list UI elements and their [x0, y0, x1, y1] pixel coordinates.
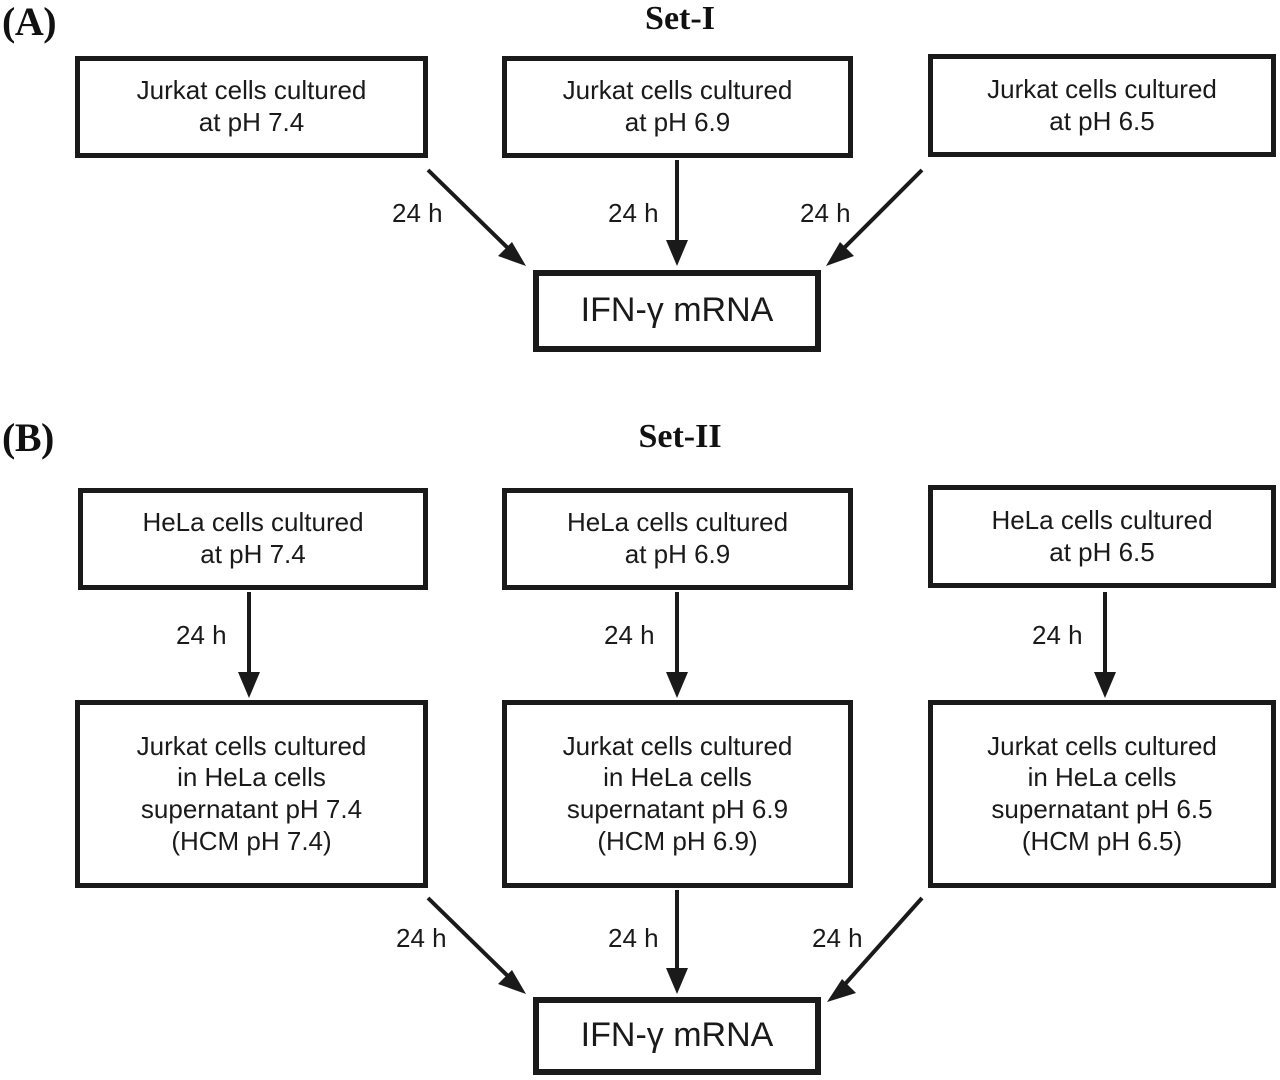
node-outcome-ifn-gamma-set-ii[interactable]: IFN-γ mRNA: [533, 997, 821, 1075]
node-hela-ph74[interactable]: HeLa cells cultured at pH 7.4: [78, 488, 428, 590]
arrow-b-bottom-middle-head: [666, 968, 688, 994]
arrow-a-left-head: [498, 242, 526, 266]
arrow-b-top-middle-head: [666, 672, 688, 698]
edge-label-b-top-left: 24 h: [176, 620, 227, 650]
edge-label-b-bottom-right: 24 h: [812, 923, 863, 953]
panel-label-b: (B): [2, 415, 54, 460]
node-hela-ph65[interactable]: HeLa cells cultured at pH 6.5: [928, 485, 1276, 588]
node-outcome-ifn-gamma-set-i-label: IFN-γ mRNA: [580, 291, 774, 330]
edge-label-b-top-middle: 24 h: [604, 620, 655, 650]
node-jurkat-ph74[interactable]: Jurkat cells cultured at pH 7.4: [75, 56, 428, 158]
set-title-ii: Set-II: [638, 418, 722, 455]
node-outcome-ifn-gamma-set-ii-label: IFN-γ mRNA: [580, 1016, 774, 1055]
node-jurkat-hcm-69[interactable]: Jurkat cells cultured in HeLa cells supe…: [502, 700, 853, 888]
edge-label-b-top-right: 24 h: [1032, 620, 1083, 650]
node-jurkat-hcm-69-label: Jurkat cells cultured in HeLa cells supe…: [562, 730, 793, 856]
node-jurkat-ph74-label: Jurkat cells cultured at pH 7.4: [136, 75, 367, 137]
node-jurkat-hcm-65[interactable]: Jurkat cells cultured in HeLa cells supe…: [928, 700, 1276, 888]
node-jurkat-hcm-74[interactable]: Jurkat cells cultured in HeLa cells supe…: [75, 700, 428, 888]
panel-label-a: (A): [2, 0, 57, 44]
node-hela-ph69[interactable]: HeLa cells cultured at pH 6.9: [502, 488, 853, 590]
arrow-a-middle-head: [666, 240, 688, 266]
edge-label-a-middle: 24 h: [608, 198, 659, 228]
node-hela-ph69-label: HeLa cells cultured at pH 6.9: [566, 507, 789, 569]
node-jurkat-hcm-74-label: Jurkat cells cultured in HeLa cells supe…: [136, 730, 367, 856]
node-jurkat-ph69-label: Jurkat cells cultured at pH 6.9: [562, 75, 793, 137]
edge-label-a-right: 24 h: [800, 198, 851, 228]
node-outcome-ifn-gamma-set-i[interactable]: IFN-γ mRNA: [533, 270, 821, 352]
node-hela-ph74-label: HeLa cells cultured at pH 7.4: [142, 507, 364, 569]
node-jurkat-ph65-label: Jurkat cells cultured at pH 6.5: [987, 73, 1217, 136]
node-hela-ph65-label: HeLa cells cultured at pH 6.5: [991, 504, 1213, 567]
node-jurkat-ph69[interactable]: Jurkat cells cultured at pH 6.9: [502, 56, 853, 158]
edge-label-b-bottom-left: 24 h: [396, 923, 447, 953]
arrow-b-bottom-left-head: [498, 970, 526, 994]
arrow-b-top-left-head: [238, 672, 260, 698]
arrow-a-right-head: [826, 242, 854, 266]
arrow-b-top-right-head: [1094, 672, 1116, 698]
node-jurkat-ph65[interactable]: Jurkat cells cultured at pH 6.5: [928, 54, 1276, 157]
edge-label-b-bottom-middle: 24 h: [608, 923, 659, 953]
edge-label-a-left: 24 h: [392, 198, 443, 228]
set-title-i: Set-I: [645, 0, 715, 37]
node-jurkat-hcm-65-label: Jurkat cells cultured in HeLa cells supe…: [987, 730, 1217, 856]
arrow-b-bottom-right-head: [827, 979, 856, 1002]
